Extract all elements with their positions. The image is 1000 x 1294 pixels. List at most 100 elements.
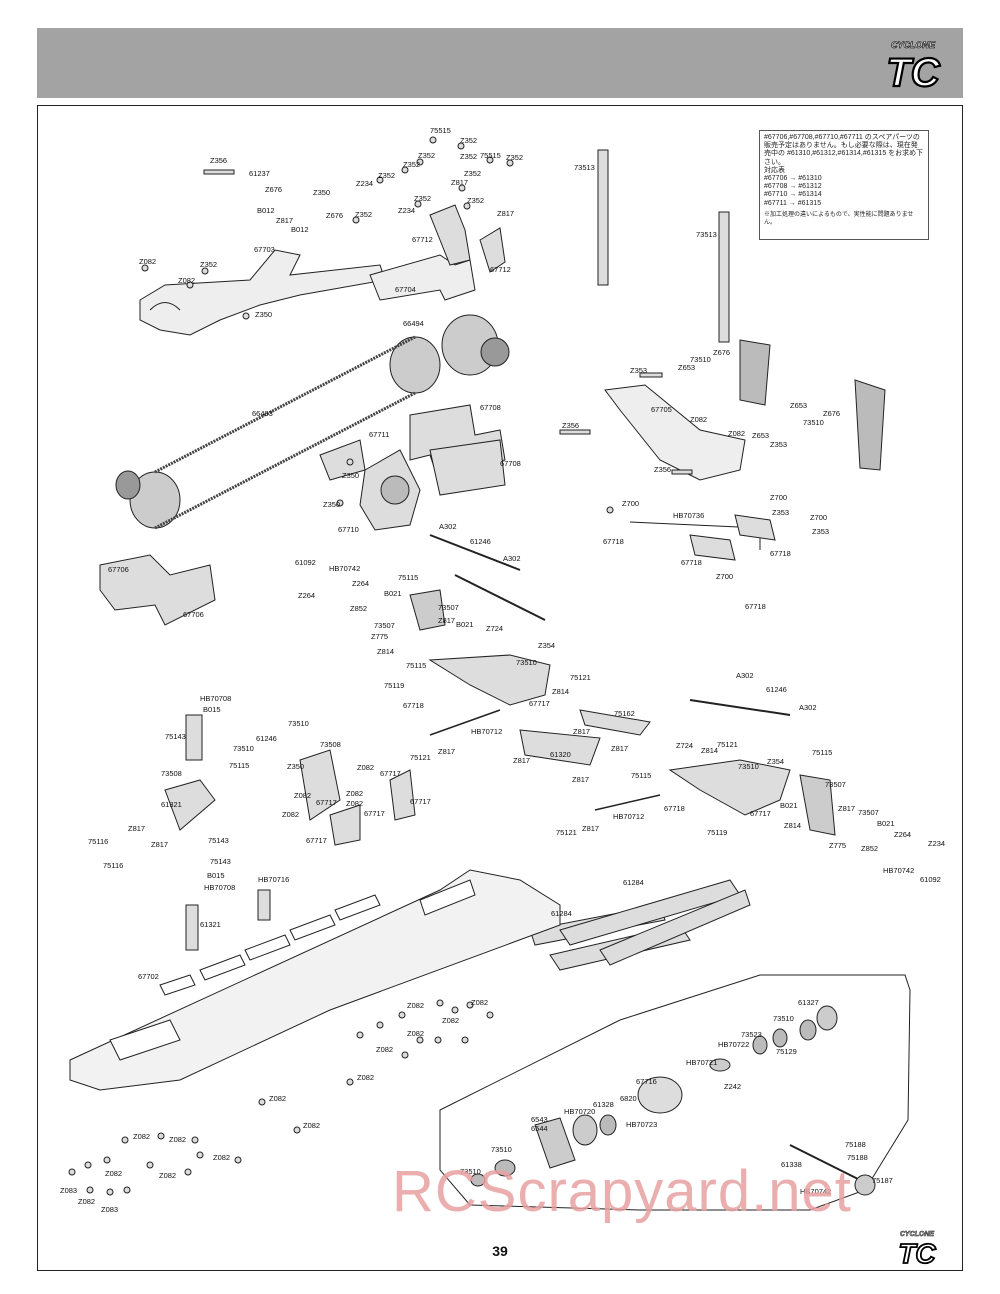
part-number-label: 73507 xyxy=(858,808,879,817)
part-number-label: Z264 xyxy=(894,830,912,839)
part-number-label: HB70742 xyxy=(800,1187,832,1196)
page-number: 39 xyxy=(492,1243,508,1259)
part-number-label: Z356 xyxy=(210,156,228,165)
part-number-label: 61320 xyxy=(550,750,571,759)
part-number-label: Z082 xyxy=(728,429,746,438)
part-number-label: HB70720 xyxy=(564,1107,596,1116)
part-number-label: Z676 xyxy=(265,185,283,194)
part-number-label: Z817 xyxy=(438,747,456,756)
part-number-label: Z352 xyxy=(464,169,482,178)
part-number-label: Z082 xyxy=(357,1073,375,1082)
diff-case-67716 xyxy=(637,1076,683,1114)
note-map-item: #67708 → #61312 xyxy=(764,183,822,191)
part-number-label: 67718 xyxy=(664,804,685,813)
mount-67712-b xyxy=(479,227,506,273)
part-number-label: Z817 xyxy=(572,775,590,784)
front-hub-73507 xyxy=(409,589,446,631)
part-number-label: 75143 xyxy=(208,836,229,845)
part-number-label: Z817 xyxy=(128,824,146,833)
part-number-label: Z082 xyxy=(407,1029,425,1038)
part-number-label: B021 xyxy=(780,801,798,810)
part-number-label: 75115 xyxy=(398,573,419,582)
part-number-label: 61321 xyxy=(161,800,182,809)
steering-73508 xyxy=(164,779,216,831)
part-number-label: 75162 xyxy=(614,709,635,718)
part-number-label: B012 xyxy=(291,225,309,234)
note-jp-text: #67706,#67708,#67710,#67711 のスペアパーツの販売予定… xyxy=(764,134,924,166)
part-number-label: 61338 xyxy=(781,1160,802,1169)
part-number-label: 61327 xyxy=(798,998,819,1007)
battery-holders-61284 xyxy=(529,879,751,971)
diagram-frame xyxy=(37,105,963,1271)
part-number-label: HB70742 xyxy=(329,564,361,573)
part-number-label: 75119 xyxy=(384,681,405,690)
part-number-label: Z775 xyxy=(371,632,389,641)
part-number-label: A302 xyxy=(439,522,457,531)
part-number-label: B021 xyxy=(384,589,402,598)
part-number-label: 61246 xyxy=(256,734,277,743)
part-number-label: Z814 xyxy=(784,821,802,830)
post-75143 xyxy=(185,714,203,761)
part-number-label: Z814 xyxy=(701,746,719,755)
part-number-label: Z082 xyxy=(133,1132,151,1141)
part-number-label: 73510 xyxy=(233,744,254,753)
part-number-label: 75115 xyxy=(631,771,652,780)
part-number-label: HB70708 xyxy=(204,883,236,892)
part-number-label: Z350 xyxy=(323,500,341,509)
post-hb70716 xyxy=(257,889,271,921)
shaft-73513-b xyxy=(718,211,730,343)
part-number-label: B015 xyxy=(207,871,225,880)
part-number-label: 6544 xyxy=(531,1124,548,1133)
part-number-label: Z082 xyxy=(169,1135,187,1144)
part-number-label: Z234 xyxy=(356,179,374,188)
part-number-label: Z082 xyxy=(139,257,157,266)
link-hb70712 xyxy=(429,709,501,736)
part-number-label: B021 xyxy=(456,620,474,629)
part-number-label: Z814 xyxy=(552,687,570,696)
top-plate-67704 xyxy=(369,254,476,301)
link-75162 xyxy=(579,709,651,736)
part-number-label: 61092 xyxy=(295,558,316,567)
diff-inset-outline xyxy=(439,974,911,1211)
part-number-label: HB70722 xyxy=(718,1040,750,1049)
part-number-label: HB70723 xyxy=(626,1120,658,1129)
part-number-label: HB70712 xyxy=(613,812,645,821)
part-number-label: 67710 xyxy=(338,525,359,534)
part-number-label: Z352 xyxy=(467,196,485,205)
driveshaft-front xyxy=(429,534,521,571)
rear-hub xyxy=(799,774,836,836)
part-number-label: 75121 xyxy=(570,673,591,682)
part-number-label: A302 xyxy=(799,703,817,712)
part-number-label: Z082 xyxy=(213,1153,231,1162)
part-number-label: Z242 xyxy=(724,1082,742,1091)
note-map-item: #67710 → #61314 xyxy=(764,191,822,199)
link-61320 xyxy=(519,729,601,766)
part-number-label: Z775 xyxy=(829,841,847,850)
part-number-label: 73510 xyxy=(803,418,824,427)
part-number-label: Z082 xyxy=(346,799,364,808)
part-number-label: Z700 xyxy=(770,493,788,502)
part-number-label: 67717 xyxy=(306,836,327,845)
part-number-label: 61321 xyxy=(200,920,221,929)
logo-small-text: CYCLONE xyxy=(891,40,936,50)
spring-6543 xyxy=(534,1117,576,1169)
part-number-label: 73510 xyxy=(491,1145,512,1154)
part-number-label: Z352 xyxy=(414,194,432,203)
part-number-label: 75188 xyxy=(845,1140,866,1149)
driveshaft-61338 xyxy=(789,1144,861,1181)
part-number-label: Z700 xyxy=(716,572,734,581)
part-number-label: Z264 xyxy=(352,579,370,588)
part-number-label: 67706 xyxy=(183,610,204,619)
part-number-label: Z234 xyxy=(928,839,946,848)
part-number-label: 67708 xyxy=(500,459,521,468)
part-number-label: 73507 xyxy=(374,621,395,630)
page-header: CYCLONE TC xyxy=(37,28,963,98)
part-number-label: Z817 xyxy=(582,824,600,833)
part-number-label: Z353 xyxy=(772,508,790,517)
part-number-label: Z352 xyxy=(418,151,436,160)
part-number-label: 73510 xyxy=(738,762,759,771)
part-number-label: 67708 xyxy=(480,403,501,412)
part-number-label: Z350 xyxy=(287,762,305,771)
part-number-label: 61246 xyxy=(766,685,787,694)
part-number-label: 73513 xyxy=(696,230,717,239)
